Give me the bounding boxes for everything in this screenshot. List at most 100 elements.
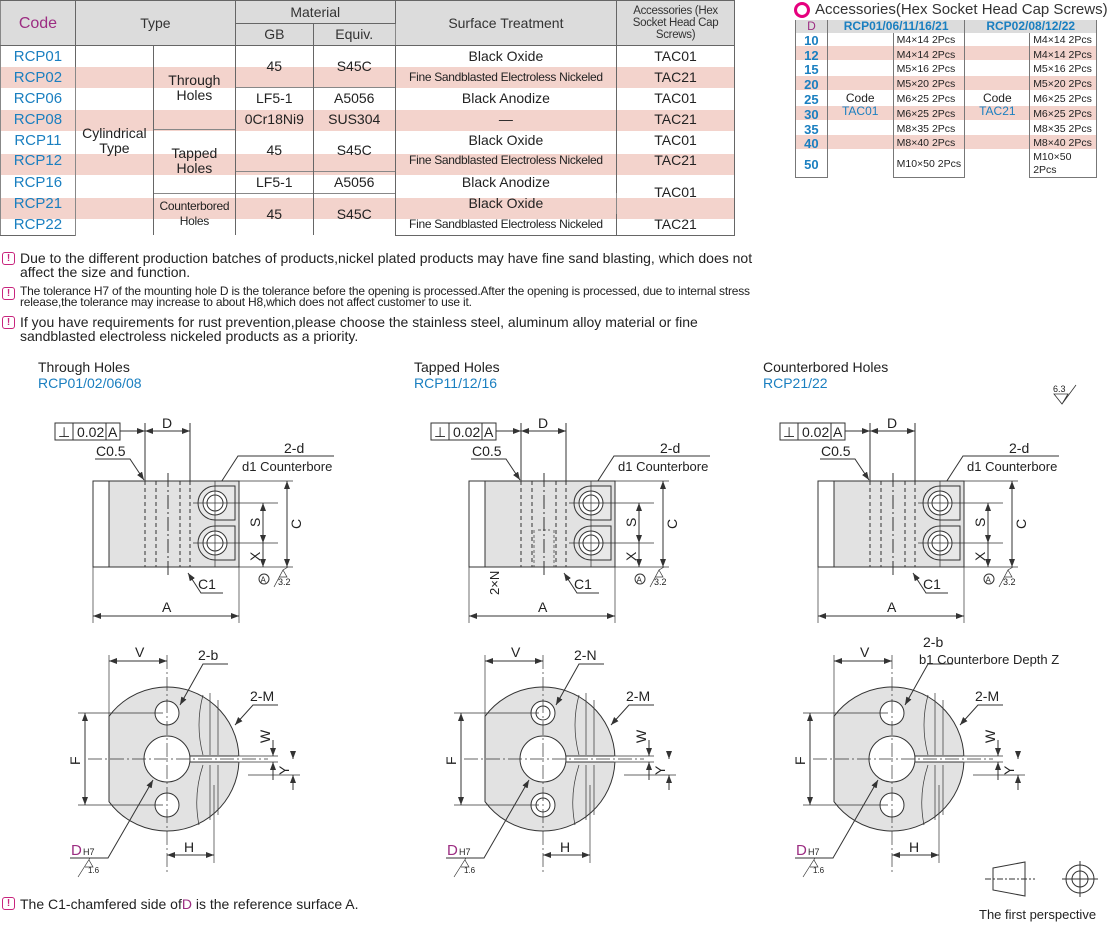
svg-text:2-d: 2-d — [660, 440, 680, 456]
svg-text:C1: C1 — [574, 576, 592, 592]
gb-cell: LF5-1 — [234, 170, 314, 194]
code-cell: RCP02 — [0, 66, 76, 88]
panel-codes: RCP01/02/06/08 — [38, 375, 142, 391]
svg-text:V: V — [135, 644, 145, 660]
svg-text:D: D — [162, 415, 172, 431]
spec-cell: M5×16 2Pcs — [1029, 62, 1097, 78]
svg-text:A: A — [538, 599, 548, 615]
equiv-cell: S45C — [312, 45, 396, 88]
spec-cell: M5×20 2Pcs — [892, 77, 966, 93]
note-d-highlight: D — [181, 896, 192, 912]
spec-cell: M10×50 2Pcs — [1029, 151, 1097, 179]
svg-text:d1 Counterbore: d1 Counterbore — [242, 459, 332, 474]
type-main: Cylindrical Type — [74, 45, 154, 236]
side-view — [88, 655, 268, 875]
bottom-note: ! The C1-chamfered side of D is the refe… — [2, 896, 359, 912]
note-text: is the reference surface A. — [191, 896, 359, 912]
svg-text:2-N: 2-N — [574, 647, 597, 663]
gb-cell: 45 — [234, 129, 314, 172]
warning-icon: ! — [2, 252, 15, 265]
perspective-label: The first perspective — [979, 907, 1097, 922]
code-cell: RCP22 — [0, 213, 76, 236]
surface-cell: Black Oxide — [394, 193, 618, 214]
svg-text:D: D — [538, 415, 548, 431]
note-text: If you have requirements for rust preven… — [20, 314, 698, 344]
drawing-panel: Through Holes RCP01/02/06/08 ⊥ 0.02 A D … — [38, 355, 383, 885]
header-d: D — [795, 20, 828, 33]
svg-text:W: W — [633, 729, 649, 743]
accessories-title: Accessories(Hex Socket Head Cap Screws) — [795, 1, 1108, 18]
equiv-cell: A5056 — [312, 170, 396, 194]
table-row: RCP21 Counterbored Holes 45 S45C Black O… — [0, 192, 735, 236]
equiv-cell: S45C — [312, 129, 396, 172]
code-value: TAC21 — [979, 104, 1016, 119]
svg-text:A: A — [484, 424, 494, 440]
surface-cell: Fine Sandblasted Electroless Nickeled — [394, 213, 618, 236]
projection-symbol — [985, 860, 1105, 910]
svg-text:S: S — [972, 518, 988, 527]
table-row: RCP12 Fine Sandblasted Electroless Nicke… — [0, 150, 735, 172]
d-cell: 20 — [795, 77, 828, 93]
warning-icon: ! — [2, 287, 15, 300]
svg-text:H7: H7 — [83, 847, 95, 857]
table-row: RCP11 Tapped Holes 45 S45C Black Oxide T… — [0, 129, 735, 194]
svg-text:C0.5: C0.5 — [472, 443, 502, 459]
warning-icon: ! — [2, 897, 15, 910]
svg-text:D: D — [887, 415, 897, 431]
svg-text:V: V — [511, 644, 521, 660]
d-cell: 12 — [795, 47, 828, 63]
svg-text:S: S — [247, 518, 263, 527]
accessory-cell: TAC01 — [616, 129, 735, 151]
svg-text:1.6: 1.6 — [464, 866, 476, 875]
spec-cell: M6×25 2Pcs — [1029, 106, 1097, 122]
accessory-cell: TAC21 — [616, 150, 735, 172]
note-text: The tolerance H7 of the mounting hole D … — [20, 284, 750, 309]
svg-text:0.02: 0.02 — [453, 424, 480, 440]
panel-codes: RCP11/12/16 — [414, 375, 498, 391]
surface-cell: — — [394, 108, 618, 130]
svg-text:Y: Y — [1001, 765, 1017, 775]
svg-text:A: A — [833, 424, 843, 440]
technical-drawing: ⊥ 0.02 A D C0.5 2-d d1 Counterbore — [430, 415, 710, 878]
panel-title: Tapped Holes — [414, 359, 500, 375]
table-row: RCP08 0Cr18Ni9 SUS304 — TAC21 — [0, 108, 735, 130]
equiv-cell: A5056 — [312, 87, 396, 109]
svg-text:A: A — [162, 599, 172, 615]
code-cell: RCP11 — [0, 129, 76, 151]
side-view — [464, 655, 644, 875]
svg-text:⊥: ⊥ — [434, 424, 446, 440]
accessory-cell: TAC01 — [616, 45, 735, 67]
spec-cell: M8×40 2Pcs — [1029, 136, 1097, 152]
code-cell: RCP06 — [0, 87, 76, 109]
note-sandblasting: ! Due to the different production batche… — [2, 251, 762, 279]
svg-text:d1 Counterbore: d1 Counterbore — [618, 459, 708, 474]
d-cell: 40 — [795, 136, 828, 152]
svg-text:A: A — [261, 576, 267, 585]
d-cell: 30 — [795, 106, 828, 122]
svg-text:W: W — [257, 729, 273, 743]
code-cell: RCP01 — [0, 45, 76, 67]
svg-text:C: C — [288, 519, 304, 529]
svg-text:D: D — [796, 842, 807, 859]
svg-text:S: S — [623, 518, 639, 527]
svg-text:6.3: 6.3 — [1053, 384, 1066, 394]
svg-text:2-M: 2-M — [250, 688, 274, 704]
header-group1: RCP01/06/11/16/21 — [826, 20, 966, 33]
header-type: Type — [74, 0, 236, 46]
surface-cell: Black Anodize — [394, 171, 618, 194]
svg-text:C0.5: C0.5 — [821, 443, 851, 459]
code-label: Code — [982, 91, 1012, 106]
svg-text:d1 Counterbore: d1 Counterbore — [967, 459, 1057, 474]
svg-text:0.02: 0.02 — [77, 424, 104, 440]
accessory-cell: TAC21 — [616, 108, 735, 130]
spec-cell: M6×25 2Pcs — [892, 92, 966, 107]
svg-text:A: A — [887, 599, 897, 615]
svg-text:X: X — [247, 551, 263, 561]
type-group: Counterbored Holes — [152, 192, 236, 236]
svg-text:C1: C1 — [198, 576, 216, 592]
